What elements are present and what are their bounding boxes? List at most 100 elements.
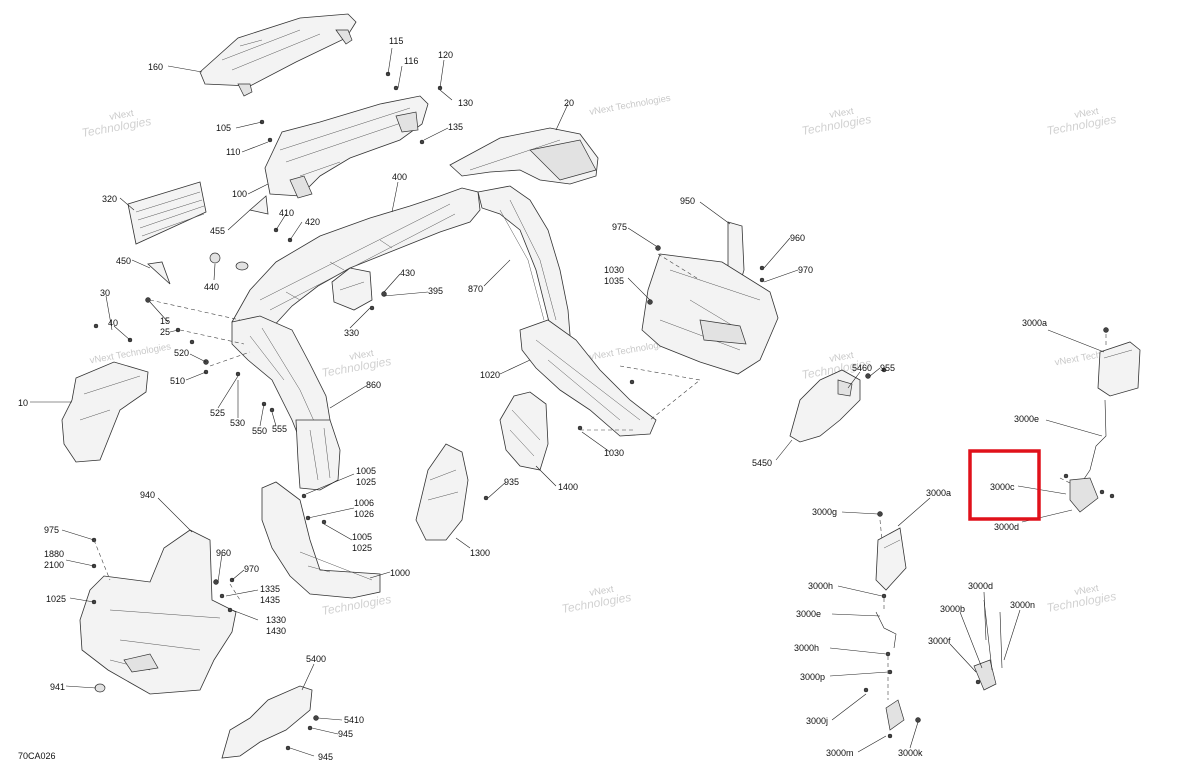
callout-label[interactable]: 3000m xyxy=(826,748,854,758)
part-330-bracket[interactable] xyxy=(331,267,373,311)
callout-label[interactable]: 3000h xyxy=(794,643,819,653)
callout-label[interactable]: 1005 xyxy=(352,532,372,542)
part-5400-bracket[interactable] xyxy=(221,685,313,759)
callout-label[interactable]: 860 xyxy=(366,380,381,390)
callout-label[interactable]: 1435 xyxy=(260,595,280,605)
callout-label[interactable]: 3000p xyxy=(800,672,825,682)
callout-label[interactable]: 160 xyxy=(148,62,163,72)
callout-label[interactable]: 945 xyxy=(338,729,353,739)
callout-label[interactable]: 3000e xyxy=(796,609,821,619)
callout-label[interactable]: 975 xyxy=(44,525,59,535)
callout-label[interactable]: 1026 xyxy=(354,509,374,519)
callout-label[interactable]: 40 xyxy=(108,318,118,328)
part-mirror-bracket[interactable] xyxy=(973,599,1003,691)
part-roof-panel[interactable] xyxy=(449,127,599,185)
callout-label[interactable]: 1000 xyxy=(390,568,410,578)
callout-label[interactable]: 3000j xyxy=(806,716,828,726)
callout-label[interactable]: 955 xyxy=(880,363,895,373)
callout-label[interactable]: 1025 xyxy=(46,594,66,604)
callout-label[interactable]: 1400 xyxy=(558,482,578,492)
callout-label[interactable]: 5460 xyxy=(852,363,872,373)
callout-label[interactable]: 3000f xyxy=(928,636,951,646)
part-roof-cap[interactable] xyxy=(199,13,357,97)
callout-label[interactable]: 395 xyxy=(428,286,443,296)
callout-label[interactable]: 3000a xyxy=(926,488,951,498)
callout-label[interactable]: 520 xyxy=(174,348,189,358)
callout-label[interactable]: 135 xyxy=(448,122,463,132)
callout-label[interactable]: 1300 xyxy=(470,548,490,558)
callout-label[interactable]: 100 xyxy=(232,189,247,199)
callout-label[interactable]: 3000h xyxy=(808,581,833,591)
part-front-console[interactable] xyxy=(264,95,429,199)
callout-label[interactable]: 1005 xyxy=(356,466,376,476)
part-front-left-panel[interactable] xyxy=(61,361,149,463)
callout-label[interactable]: 525 xyxy=(210,408,225,418)
part-grommets-440[interactable] xyxy=(209,252,249,271)
part-grille[interactable] xyxy=(127,181,207,245)
callout-label[interactable]: 1035 xyxy=(604,276,624,286)
callout-label[interactable]: 530 xyxy=(230,418,245,428)
callout-label[interactable]: 15 xyxy=(160,316,170,326)
callout-label[interactable]: 3000d xyxy=(968,581,993,591)
callout-label[interactable]: 400 xyxy=(392,172,407,182)
callout-label[interactable]: 3000g xyxy=(812,507,837,517)
callout-label[interactable]: 550 xyxy=(252,426,267,436)
callout-label[interactable]: 5400 xyxy=(306,654,326,664)
callout-label[interactable]: 970 xyxy=(244,564,259,574)
callout-label[interactable]: 3000k xyxy=(898,748,923,758)
callout-label[interactable]: 941 xyxy=(50,682,65,692)
callout-label[interactable]: 1030 xyxy=(604,265,624,275)
part-main-frame[interactable] xyxy=(231,185,573,491)
part-455[interactable] xyxy=(249,195,269,215)
callout-label[interactable]: 3000b xyxy=(940,604,965,614)
callout-label[interactable]: 1430 xyxy=(266,626,286,636)
callout-label[interactable]: 1020 xyxy=(480,370,500,380)
part-1300-panel[interactable] xyxy=(415,443,469,541)
part-1400-panel[interactable] xyxy=(499,391,549,471)
callout-label[interactable]: 20 xyxy=(564,98,574,108)
callout-label[interactable]: 5410 xyxy=(344,715,364,725)
callout-label[interactable]: 115 xyxy=(389,36,403,46)
callout-label[interactable]: 975 xyxy=(612,222,627,232)
callout-label[interactable]: 2100 xyxy=(44,560,64,570)
callout-label[interactable]: 120 xyxy=(438,50,453,60)
part-450[interactable] xyxy=(147,261,171,285)
callout-label[interactable]: 970 xyxy=(798,265,813,275)
callout-label[interactable]: 3000c xyxy=(990,482,1015,492)
callout-label[interactable]: 410 xyxy=(279,208,294,218)
callout-label[interactable]: 105 xyxy=(216,123,231,133)
callout-label[interactable]: 3000n xyxy=(1010,600,1035,610)
callout-label[interactable]: 116 xyxy=(404,56,418,66)
callout-label[interactable]: 1025 xyxy=(356,477,376,487)
callout-label[interactable]: 330 xyxy=(344,328,359,338)
callout-label[interactable]: 430 xyxy=(400,268,415,278)
part-940-body-panel[interactable] xyxy=(79,529,237,695)
callout-label[interactable]: 10 xyxy=(18,398,28,408)
callout-label[interactable]: 1330 xyxy=(266,615,286,625)
callout-label[interactable]: 130 xyxy=(458,98,473,108)
part-1000-footwell[interactable] xyxy=(261,481,381,599)
callout-label[interactable]: 870 xyxy=(468,284,483,294)
callout-label[interactable]: 440 xyxy=(204,282,219,292)
callout-label[interactable]: 1880 xyxy=(44,549,64,559)
callout-label[interactable]: 455 xyxy=(210,226,225,236)
part-mirror-lower[interactable] xyxy=(875,527,907,731)
callout-label[interactable]: 25 xyxy=(160,327,170,337)
callout-label[interactable]: 3000e xyxy=(1014,414,1039,424)
callout-label[interactable]: 30 xyxy=(100,288,110,298)
part-5450-panel[interactable] xyxy=(789,369,861,443)
callout-label[interactable]: 420 xyxy=(305,217,320,227)
callout-label[interactable]: 110 xyxy=(226,147,240,157)
callout-label[interactable]: 450 xyxy=(116,256,131,266)
callout-label[interactable]: 1335 xyxy=(260,584,280,594)
callout-label[interactable]: 935 xyxy=(504,477,519,487)
callout-label[interactable]: 510 xyxy=(170,376,185,386)
callout-label[interactable]: 950 xyxy=(680,196,695,206)
callout-label[interactable]: 960 xyxy=(216,548,231,558)
callout-label[interactable]: 1006 xyxy=(354,498,374,508)
callout-label[interactable]: 5450 xyxy=(752,458,772,468)
callout-label[interactable]: 3000d xyxy=(994,522,1019,532)
callout-label[interactable]: 3000a xyxy=(1022,318,1047,328)
callout-label[interactable]: 320 xyxy=(102,194,117,204)
part-mirror-upper[interactable] xyxy=(1069,341,1141,513)
